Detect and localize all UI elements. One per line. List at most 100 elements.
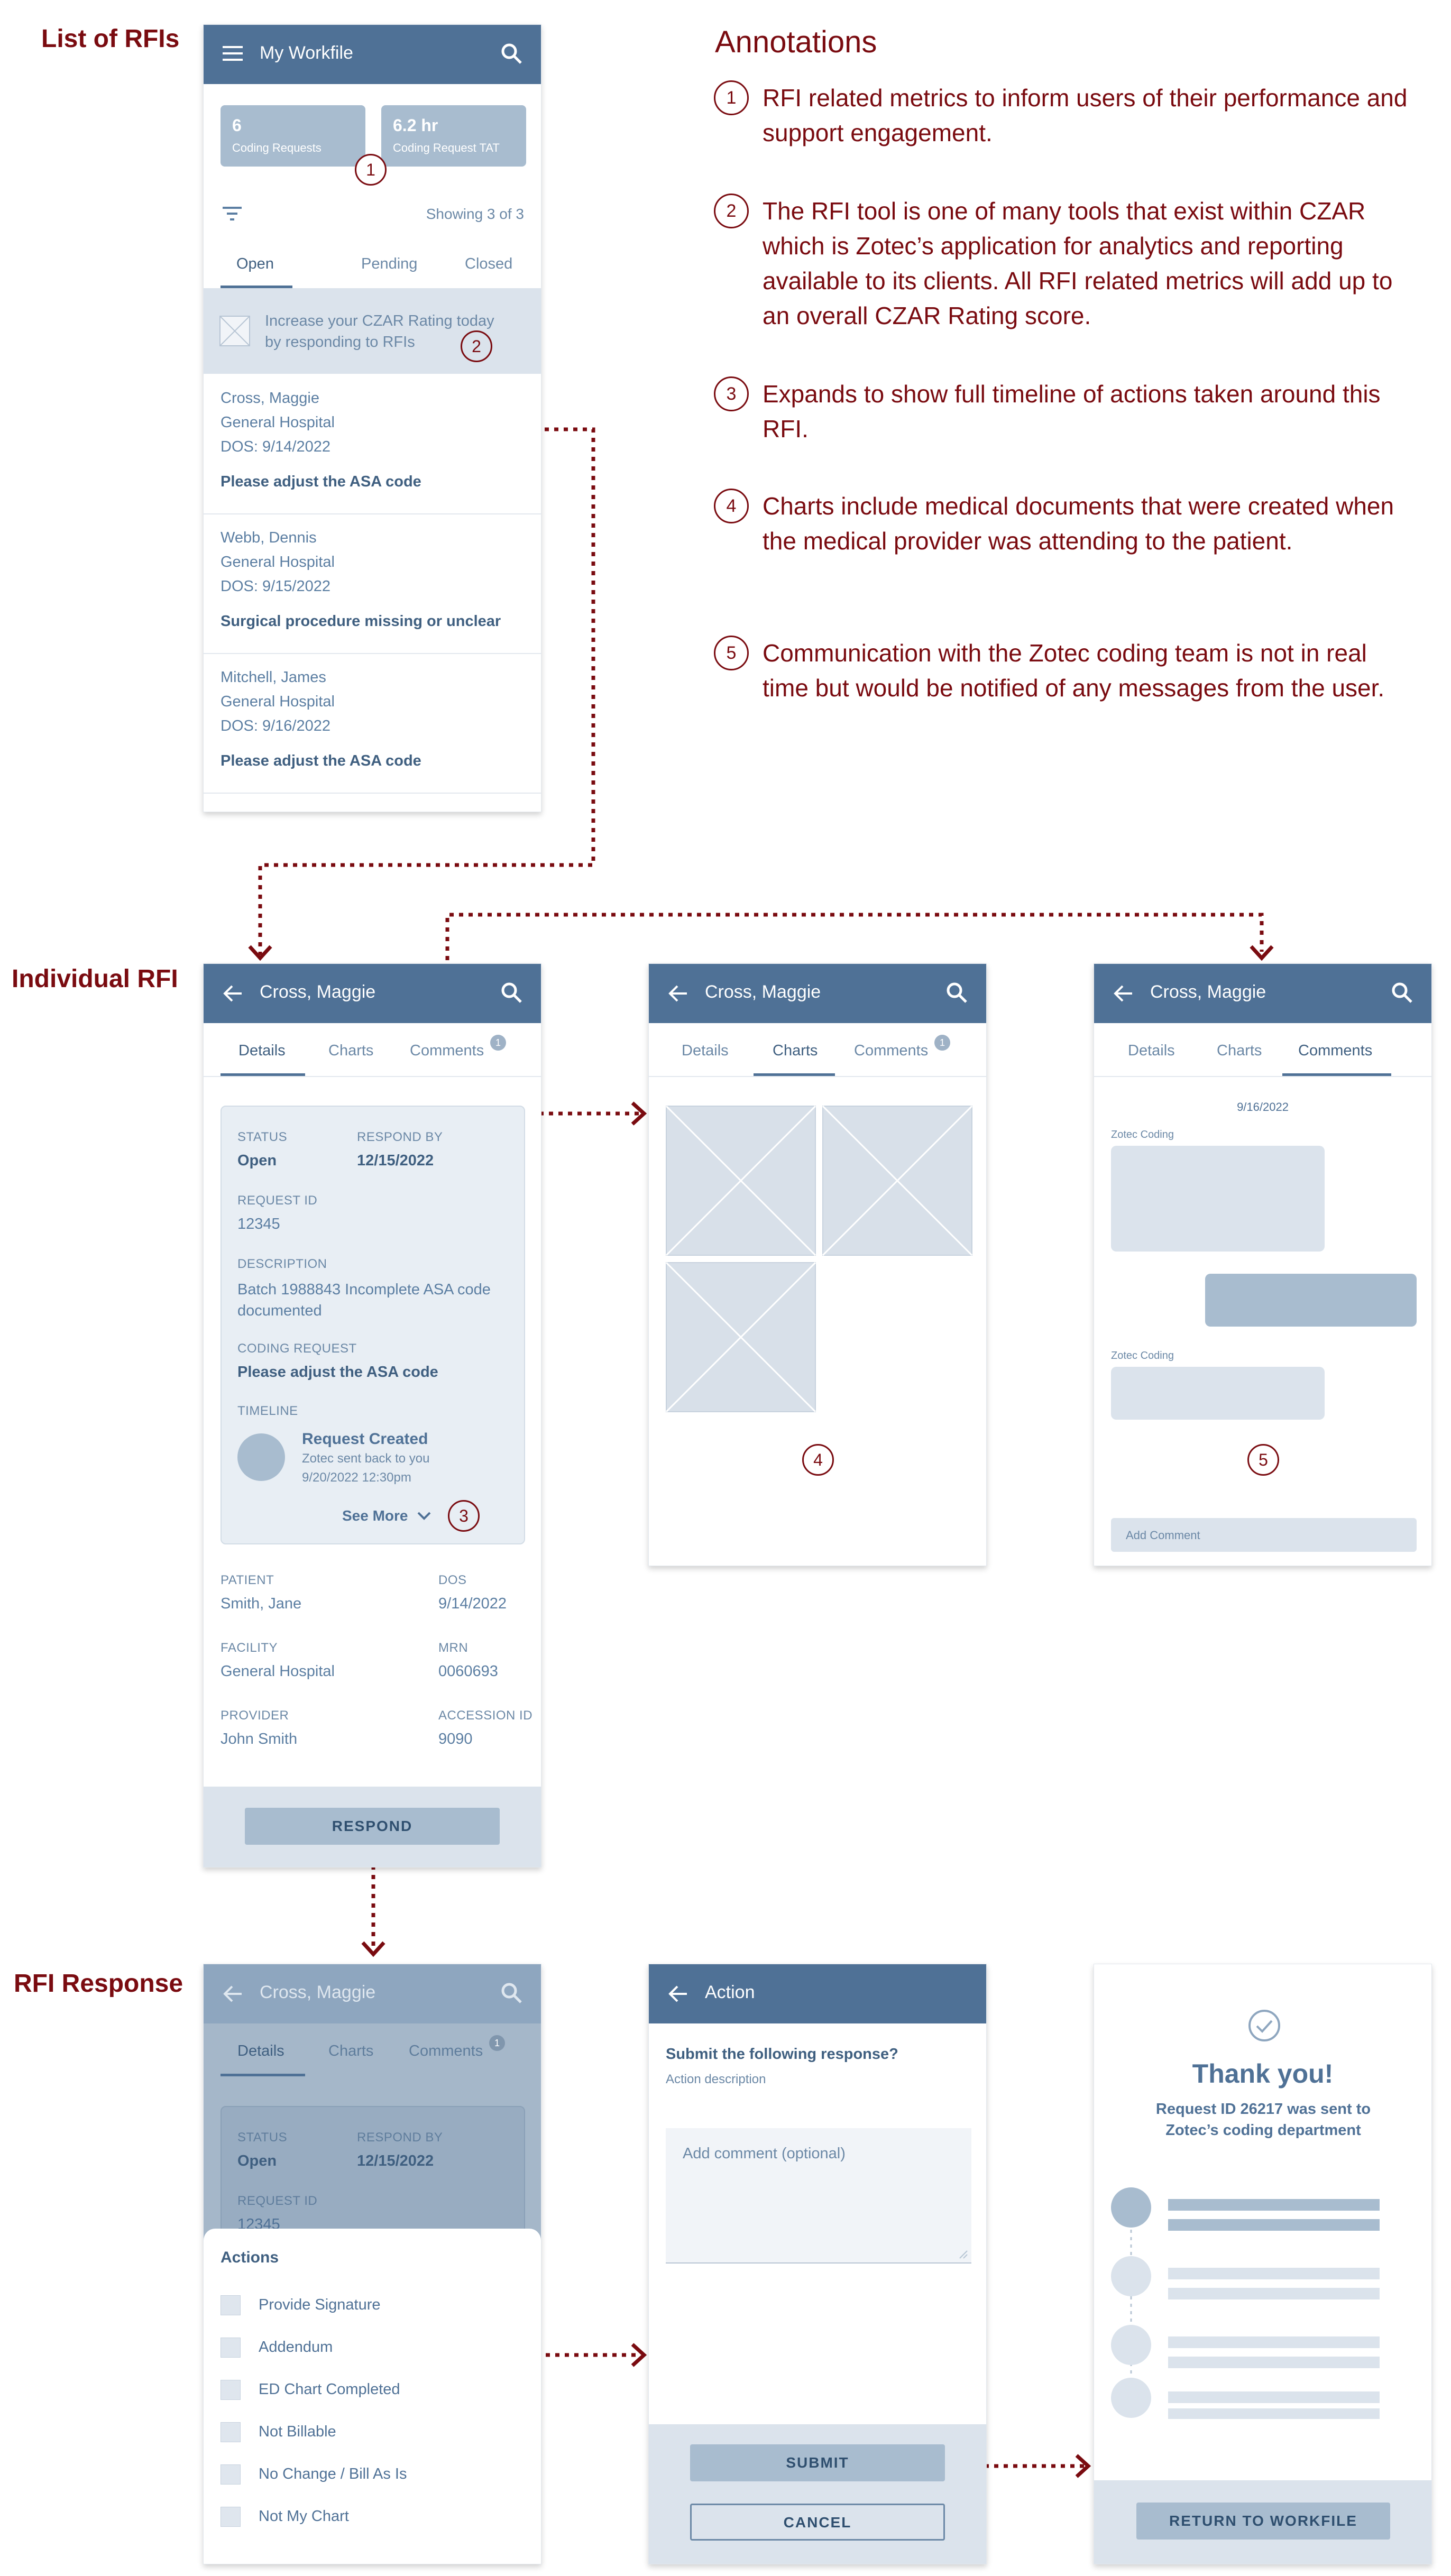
annotation-number-3: 3 xyxy=(714,376,749,411)
incoming-message-bubble xyxy=(1111,1146,1325,1252)
tab-underline xyxy=(754,1073,835,1076)
return-to-workfile-button[interactable]: RETURN TO WORKFILE xyxy=(1136,2503,1390,2540)
rfi-dos: DOS: 9/15/2022 xyxy=(221,578,330,595)
search-icon[interactable] xyxy=(501,1982,523,2004)
add-comment-input[interactable]: Add Comment xyxy=(1111,1518,1417,1552)
rfi-header-title: Cross, Maggie xyxy=(705,982,821,1002)
rfi-list-item[interactable]: Webb, Dennis General Hospital DOS: 9/15/… xyxy=(204,513,541,654)
checkbox[interactable] xyxy=(221,2422,241,2442)
annotation-marker-2: 2 xyxy=(461,330,492,362)
rfi-request: Please adjust the ASA code xyxy=(221,473,421,490)
back-arrow-icon[interactable] xyxy=(668,984,689,1003)
request-info-card: STATUS Open RESPOND BY 12/15/2022 REQUES… xyxy=(221,1106,525,1544)
tab-underline xyxy=(221,1073,305,1076)
tab-charts: Charts xyxy=(328,2043,374,2059)
rfi-list-item[interactable]: Mitchell, James General Hospital DOS: 9/… xyxy=(204,653,541,794)
comment-sender: Zotec Coding xyxy=(1111,1129,1174,1140)
checkbox[interactable] xyxy=(221,2507,241,2527)
thank-you-title: Thank you! xyxy=(1192,2059,1334,2089)
showing-count: Showing 3 of 3 xyxy=(426,206,524,222)
search-icon[interactable] xyxy=(501,43,523,65)
banner-text: Increase your CZAR Rating today by respo… xyxy=(265,312,494,351)
rfi-patient-name: Mitchell, James xyxy=(221,669,326,686)
czar-rating-banner[interactable]: Increase your CZAR Rating today by respo… xyxy=(204,288,541,374)
thank-you-screen: Thank you! Request ID 26217 was sent to … xyxy=(1094,1964,1432,2564)
tab-details[interactable]: Details xyxy=(1128,1042,1175,1059)
tab-comments[interactable]: Comments xyxy=(1298,1042,1373,1059)
accession-id-label: ACCESSION ID xyxy=(438,1708,533,1723)
workfile-title: My Workfile xyxy=(260,43,353,63)
check-circle-icon xyxy=(1248,2010,1280,2041)
tab-details[interactable]: Details xyxy=(682,1042,729,1059)
submit-footer: SUBMIT CANCEL xyxy=(649,2424,986,2564)
tab-closed[interactable]: Closed xyxy=(465,255,513,272)
rfi-actions-screen: Cross, Maggie Details Charts Comments 1 … xyxy=(203,1964,541,2564)
workfile-header: My Workfile xyxy=(204,25,541,84)
timeline-skeleton xyxy=(1111,2187,1380,2419)
chart-document-thumbnail[interactable] xyxy=(666,1262,816,1412)
tab-pending[interactable]: Pending xyxy=(361,255,418,272)
checkbox[interactable] xyxy=(221,2464,241,2485)
respond-button[interactable]: RESPOND xyxy=(245,1808,500,1845)
section-title-rfi-response: RFI Response xyxy=(14,1970,183,1998)
status-label: STATUS xyxy=(237,1130,288,1144)
respond-by-label: RESPOND BY xyxy=(357,2130,443,2145)
filter-icon[interactable] xyxy=(223,206,243,222)
action-option-label: Addendum xyxy=(259,2339,333,2356)
comment-count-badge: 1 xyxy=(490,1035,506,1051)
search-icon[interactable] xyxy=(501,982,523,1004)
coding-request-label: CODING REQUEST xyxy=(237,1341,357,1356)
cancel-button[interactable]: CANCEL xyxy=(690,2504,945,2541)
request-id-value: 12345 xyxy=(237,1216,280,1232)
respond-footer: RESPOND xyxy=(204,1787,541,1867)
checkbox[interactable] xyxy=(221,2380,241,2400)
tab-charts[interactable]: Charts xyxy=(773,1042,818,1059)
tab-charts[interactable]: Charts xyxy=(1217,1042,1262,1059)
checkbox[interactable] xyxy=(221,2295,241,2315)
chart-document-thumbnail[interactable] xyxy=(822,1106,972,1256)
tab-details[interactable]: Details xyxy=(238,1042,286,1059)
action-header-title: Action xyxy=(705,1982,755,2002)
chart-document-thumbnail[interactable] xyxy=(666,1106,816,1256)
tab-comments[interactable]: Comments xyxy=(854,1042,929,1059)
mrn-label: MRN xyxy=(438,1641,469,1655)
annotation-marker-1: 1 xyxy=(355,154,387,186)
chevron-down-icon xyxy=(417,1512,431,1520)
rfi-facility: General Hospital xyxy=(221,414,335,431)
annotations-title: Annotations xyxy=(715,25,877,59)
action-option-label: ED Chart Completed xyxy=(259,2381,400,2398)
comment-textarea[interactable]: Add comment (optional) xyxy=(666,2128,971,2264)
back-arrow-icon[interactable] xyxy=(1113,984,1134,1003)
metric-card-coding-requests[interactable]: 6 Coding Requests xyxy=(221,105,365,167)
tab-charts[interactable]: Charts xyxy=(328,1042,374,1059)
resize-handle-icon[interactable] xyxy=(959,2250,968,2259)
tab-underline xyxy=(221,286,292,288)
checkbox[interactable] xyxy=(221,2338,241,2358)
metric-label: Coding Requests xyxy=(232,141,322,154)
metric-card-coding-request-tat[interactable]: 6.2 hr Coding Request TAT xyxy=(381,105,526,167)
hamburger-menu-icon[interactable] xyxy=(223,45,244,63)
annotation-number-2: 2 xyxy=(714,194,749,228)
actions-sheet-title: Actions xyxy=(221,2249,279,2266)
rfi-header-dimmed: Cross, Maggie xyxy=(204,1964,541,2023)
rfi-dos: DOS: 9/16/2022 xyxy=(221,717,330,734)
dos-label: DOS xyxy=(438,1573,467,1587)
back-arrow-icon[interactable] xyxy=(668,1984,689,2003)
add-comment-placeholder: Add Comment xyxy=(1126,1529,1200,1542)
tab-comments[interactable]: Comments xyxy=(410,1042,484,1059)
image-placeholder-icon xyxy=(219,316,250,346)
back-arrow-icon[interactable] xyxy=(223,1984,244,2003)
search-icon[interactable] xyxy=(1391,982,1413,1004)
description-value: Batch 1988843 Incomplete ASA code docume… xyxy=(237,1281,491,1319)
tab-underline xyxy=(1282,1073,1391,1076)
comment-placeholder: Add comment (optional) xyxy=(683,2145,846,2162)
comment-count-badge: 1 xyxy=(934,1035,950,1051)
rfi-list-item[interactable]: Cross, Maggie General Hospital DOS: 9/14… xyxy=(204,374,541,514)
thank-you-message: Request ID 26217 was sent to Zotec’s cod… xyxy=(1155,2101,1371,2139)
back-arrow-icon[interactable] xyxy=(223,984,244,1003)
search-icon[interactable] xyxy=(946,982,968,1004)
see-more-link[interactable]: See More xyxy=(342,1507,431,1524)
rfi-tabs: Details Charts Comments 1 xyxy=(204,1023,541,1077)
tab-open[interactable]: Open xyxy=(236,255,274,272)
submit-button[interactable]: SUBMIT xyxy=(690,2444,945,2481)
